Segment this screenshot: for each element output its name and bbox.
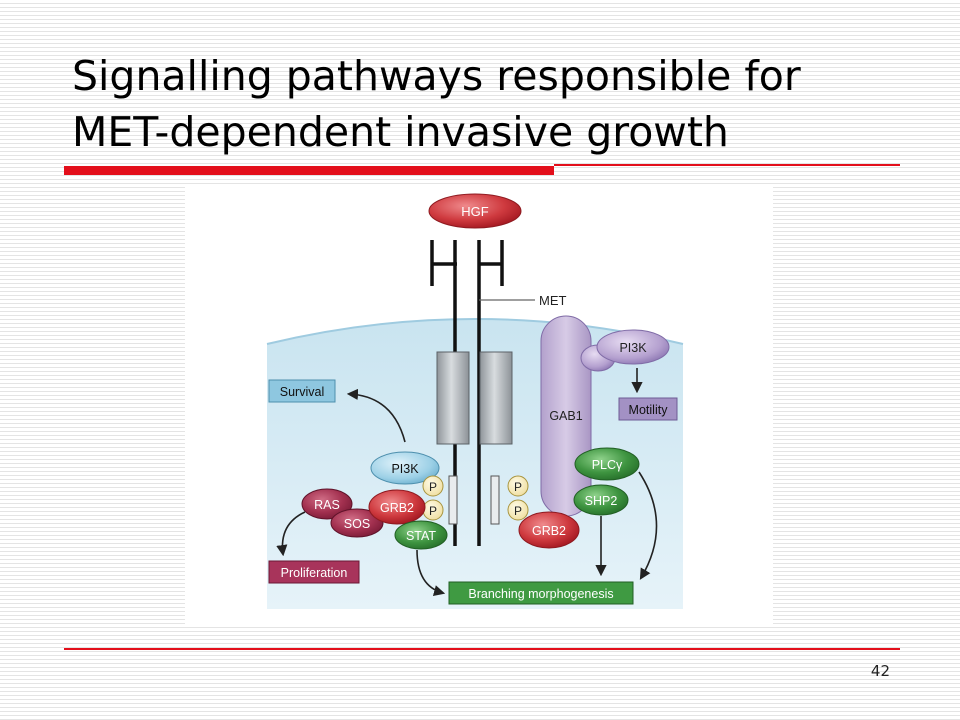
grb2-right-label: GRB2 xyxy=(532,524,566,538)
met-signalling-diagram: HGF MET GAB1 PI3K xyxy=(185,184,773,626)
phospho-site-right-upper: P xyxy=(507,475,529,497)
met-tail-left xyxy=(448,475,458,525)
plcg-node: PLCγ xyxy=(574,447,640,481)
gab1-label: GAB1 xyxy=(549,409,582,423)
met-tail-right xyxy=(490,475,500,525)
grb2-left-label: GRB2 xyxy=(380,501,414,515)
slide-title: Signalling pathways responsible for MET-… xyxy=(72,48,932,160)
branching-morphogenesis-box: Branching morphogenesis xyxy=(448,581,634,605)
shp2-label: SHP2 xyxy=(585,494,618,508)
plcg-to-branching-arrow xyxy=(638,471,658,580)
met-transmembrane-right xyxy=(479,351,513,445)
pi3k-left-node: PI3K xyxy=(370,451,440,485)
title-accent-bar xyxy=(64,166,554,175)
ras-node: RAS xyxy=(301,488,353,520)
proliferation-box: Proliferation xyxy=(268,560,360,584)
met-transmembrane-left xyxy=(436,351,470,445)
gab1-node: GAB1 xyxy=(540,315,592,517)
phospho-site-left-upper: P xyxy=(422,475,444,497)
met-label: MET xyxy=(539,293,567,308)
survival-box: Survival xyxy=(268,379,336,403)
svg-text:P: P xyxy=(514,480,522,494)
svg-text:P: P xyxy=(514,504,522,518)
sos-label: SOS xyxy=(344,517,370,531)
stat-node: STAT xyxy=(394,520,448,550)
pi3k-to-survival-arrow xyxy=(346,388,406,443)
pi3k-top-node: PI3K xyxy=(596,329,670,365)
shp2-node: SHP2 xyxy=(573,484,629,516)
proliferation-label: Proliferation xyxy=(281,566,348,580)
page-number: 42 xyxy=(870,662,890,680)
pi3k-top-label: PI3K xyxy=(619,341,647,355)
stat-label: STAT xyxy=(406,529,436,543)
hgf-node: HGF xyxy=(428,193,522,229)
slide-title-line-2: MET-dependent invasive growth xyxy=(72,108,729,156)
sos-node: SOS xyxy=(330,508,384,538)
grb2-left-node: GRB2 xyxy=(368,489,426,525)
svg-text:P: P xyxy=(429,480,437,494)
motility-box: Motility xyxy=(618,397,678,421)
pi3k-left-label: PI3K xyxy=(391,462,419,476)
branching-morphogenesis-label: Branching morphogenesis xyxy=(468,587,613,601)
plcg-label: PLCγ xyxy=(592,458,623,472)
survival-label: Survival xyxy=(280,385,324,399)
title-accent-line xyxy=(554,164,900,166)
phospho-site-right-lower: P xyxy=(507,499,529,521)
ras-to-proliferation-arrow xyxy=(276,511,306,557)
footer-accent-line xyxy=(64,648,900,650)
slide-title-line-1: Signalling pathways responsible for xyxy=(72,52,801,100)
motility-label: Motility xyxy=(629,403,669,417)
svg-text:P: P xyxy=(429,504,437,518)
grb2-right-node: GRB2 xyxy=(518,511,580,549)
phospho-site-left-lower: P xyxy=(422,499,444,521)
stat-to-branching-arrow xyxy=(416,549,446,597)
hgf-label: HGF xyxy=(461,204,489,219)
ras-label: RAS xyxy=(314,498,340,512)
diagram-canvas: HGF MET GAB1 PI3K xyxy=(266,193,684,609)
